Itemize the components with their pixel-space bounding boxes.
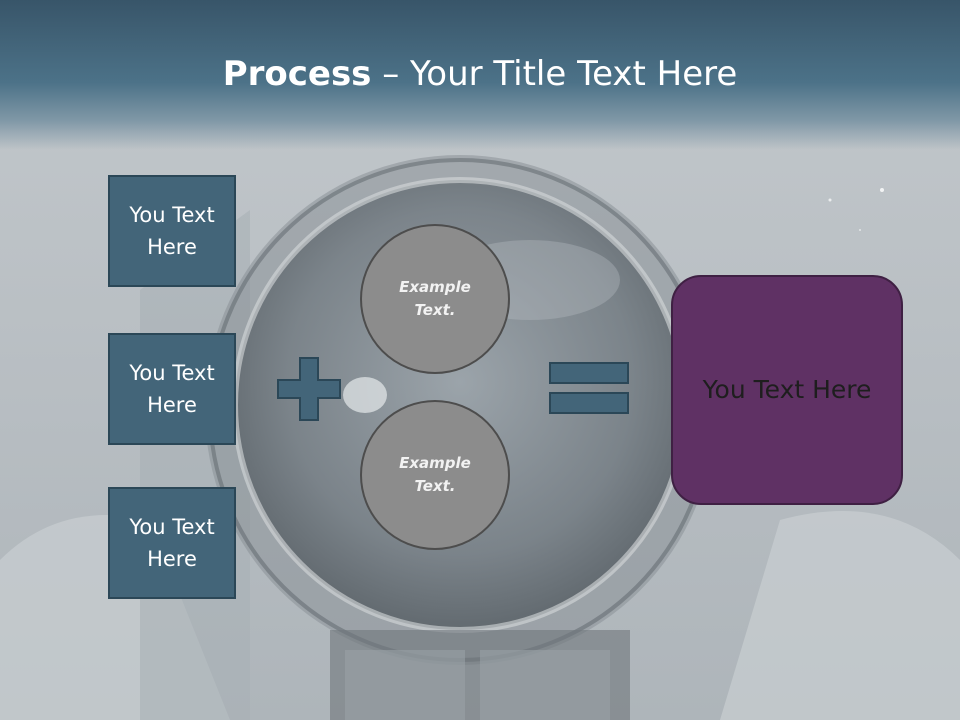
example-circle-2[interactable]: Example Text.	[360, 400, 510, 550]
left-text-box-2-label: You Text Here	[129, 361, 215, 417]
left-text-box-3[interactable]: You Text Here	[108, 487, 236, 599]
slide-title: Process – Your Title Text Here	[0, 52, 960, 96]
slide-title-rest: – Your Title Text Here	[371, 54, 738, 94]
left-text-box-2[interactable]: You Text Here	[108, 333, 236, 445]
slide-title-bold: Process	[222, 54, 372, 94]
plus-icon	[277, 357, 341, 421]
header-band	[0, 0, 960, 150]
example-circle-1[interactable]: Example Text.	[360, 224, 510, 374]
left-text-box-1-label: You Text Here	[129, 203, 215, 259]
left-text-box-3-label: You Text Here	[129, 515, 215, 571]
left-text-box-1[interactable]: You Text Here	[108, 175, 236, 287]
result-text-box-label: You Text Here	[702, 375, 872, 404]
example-circle-2-label: Example Text.	[399, 454, 471, 495]
example-circle-1-label: Example Text.	[399, 278, 471, 319]
equals-icon	[549, 362, 629, 414]
result-text-box[interactable]: You Text Here	[671, 275, 903, 505]
